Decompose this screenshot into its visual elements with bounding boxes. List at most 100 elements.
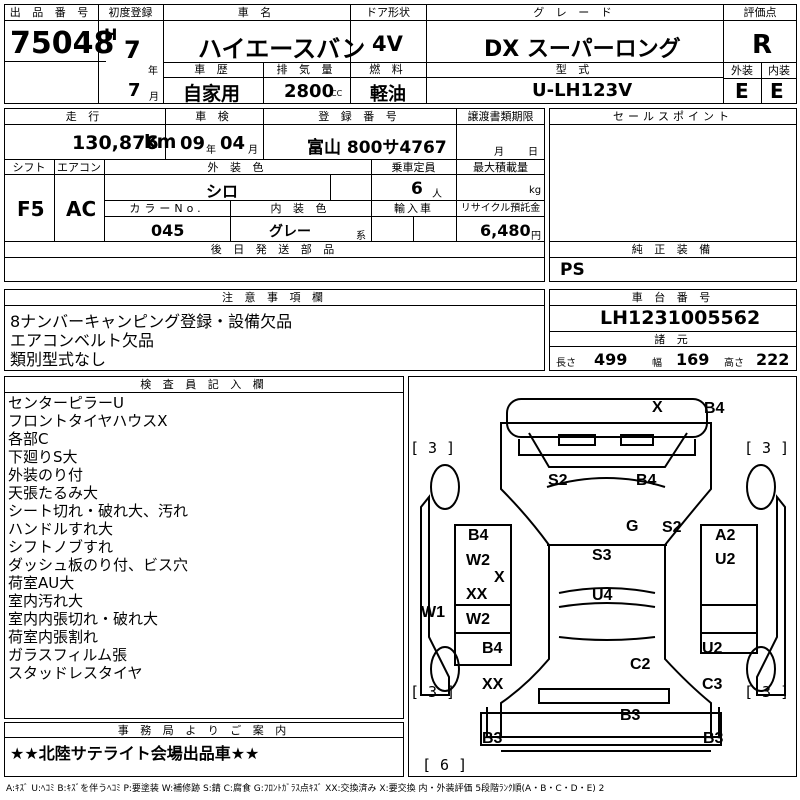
score: R <box>752 30 773 60</box>
plate-number: 富山 800サ4767 <box>307 138 447 158</box>
plate-label: 登 録 番 号 <box>318 110 401 123</box>
mark-u4: U4 <box>592 587 613 604</box>
office-label: 事 務 局 よ り ご 案 内 <box>117 724 291 737</box>
mileage-label: 走 行 <box>65 110 104 123</box>
recycle-unit: 円 <box>531 231 541 242</box>
month-unit: 月 <box>149 92 159 103</box>
mark-b3-left: B3 <box>482 730 503 747</box>
load-unit: kg <box>529 185 542 196</box>
inspector-label: 検 査 員 記 入 欄 <box>140 378 268 391</box>
grade-label: グ レ ー ド <box>533 6 616 19</box>
inspector-note-line: フロントタイヤハウスX <box>8 412 168 430</box>
interior-score: E <box>770 79 784 103</box>
shift: F5 <box>17 197 45 221</box>
tire-front-right: [ 3 ] <box>744 439 790 457</box>
displacement-unit: CC <box>331 89 343 98</box>
vehicle-outline <box>420 398 786 752</box>
mark-w2-left-lower: W2 <box>466 611 490 628</box>
shaken-year: 09 <box>180 133 206 154</box>
color-no-label: カラーNo. <box>129 202 205 215</box>
transfer-deadline-label: 譲渡書類期限 <box>467 110 534 123</box>
mark-top-x: X <box>652 399 663 416</box>
mark-u2-right-lower: U2 <box>702 640 723 657</box>
length-label: 長さ <box>556 358 576 369</box>
ac-label: エアコン <box>57 161 101 174</box>
mark-u2-right-upper: U2 <box>715 551 736 568</box>
damage-diagram <box>408 376 797 777</box>
exterior-score-label: 外装 <box>731 64 753 77</box>
inspector-box <box>4 376 404 719</box>
mark-g: G <box>626 518 639 535</box>
chassis-box <box>549 289 797 371</box>
inspector-note-line: シフトノブすれ <box>8 538 114 556</box>
capacity: 6 <box>411 179 423 199</box>
first-reg-month: 7 <box>128 80 141 101</box>
max-load-label: 最大積載量 <box>473 161 528 174</box>
inspector-note-line: 室内内張切れ・破れ大 <box>8 610 159 628</box>
mark-s2-right: S2 <box>662 519 682 536</box>
inspector-note-line: 下廻りS大 <box>8 448 78 466</box>
height-label: 高さ <box>724 358 744 369</box>
shaken-label: 車 検 <box>195 110 233 123</box>
recycle-label: リサイクル預託金 <box>460 203 541 214</box>
inspector-note-line: 室内汚れ大 <box>8 592 84 610</box>
chassis-label: 車 台 番 号 <box>631 291 715 304</box>
inspector-note-line: 外装のり付 <box>8 466 84 484</box>
length: 499 <box>594 350 628 369</box>
mileage-unit: km <box>144 131 177 153</box>
shaken-month: 04 <box>220 133 246 154</box>
mark-b4-left-lower: B4 <box>482 640 503 657</box>
inspector-note-line: センターピラーU <box>8 394 124 412</box>
height: 222 <box>756 350 790 369</box>
mark-b3-center: B3 <box>620 707 641 724</box>
color-label: 外 装 色 <box>207 161 268 174</box>
width: 169 <box>676 350 710 369</box>
interior-color-suffix: 系 <box>356 231 366 242</box>
inspector-note-line: スタッドレスタイヤ <box>8 664 143 682</box>
mark-s2-left: S2 <box>548 472 568 489</box>
model: U-LH123V <box>532 80 633 101</box>
year-unit: 年 <box>148 66 158 77</box>
displacement: 2800 <box>284 81 335 102</box>
era: H <box>104 25 118 44</box>
dimensions-label: 諸 元 <box>654 333 692 346</box>
notes-label: 注 意 事 項 欄 <box>222 291 327 304</box>
mileage: 130,876 <box>72 132 159 154</box>
capacity-label: 乗車定員 <box>391 161 436 174</box>
mark-w1: W1 <box>421 604 445 621</box>
tire-rear-right: [ 3 ] <box>744 683 790 701</box>
chassis-number: LH1231005562 <box>600 307 761 329</box>
lot-number-label: 出 品 番 号 <box>9 6 93 19</box>
mark-b3-right: B3 <box>703 730 724 747</box>
mark-c3: C3 <box>702 676 723 693</box>
recycle-deposit: 6,480 <box>480 221 531 240</box>
import-label: 輸入車 <box>394 202 433 215</box>
exterior-score: E <box>735 79 749 103</box>
mark-xx-left: XX <box>466 586 488 603</box>
color-no: 045 <box>151 221 185 240</box>
notes-line-2: エアコンベルト欠品 <box>10 331 155 350</box>
shift-label: シフト <box>12 161 46 174</box>
car-name: ハイエースバン <box>198 35 366 63</box>
score-label: 評価点 <box>743 6 777 19</box>
mark-top-b4: B4 <box>704 400 725 417</box>
mark-a2: A2 <box>715 527 736 544</box>
notes-box <box>4 289 545 371</box>
displacement-label: 排 気 量 <box>276 63 337 76</box>
sales-points-label: セールスポイント <box>613 110 733 123</box>
car-name-label: 車 名 <box>237 6 276 19</box>
model-label: 型 式 <box>555 63 594 76</box>
tire-spare: [ 6 ] <box>422 756 468 774</box>
mark-w2-left-upper: W2 <box>466 552 490 569</box>
mark-x-left: X <box>494 569 505 586</box>
inspector-note-line: 天張たるみ大 <box>8 484 99 502</box>
office-box <box>4 722 404 777</box>
inspector-note-line: ハンドルすれ大 <box>8 520 114 538</box>
office-message: ★★北陸サテライト会場出品車★★ <box>10 744 260 763</box>
inspector-note-line: 荷室内張割れ <box>8 628 99 646</box>
transfer-day-unit: 日 <box>528 147 538 158</box>
legend: A:ｷｽﾞ U:ﾍｺﾐ B:ｷｽﾞを伴うﾍｺﾐ P:要塗装 W:補修跡 S:錆 … <box>6 784 605 794</box>
notes-line-3: 類別型式なし <box>10 350 107 369</box>
air-conditioner: AC <box>66 197 97 221</box>
